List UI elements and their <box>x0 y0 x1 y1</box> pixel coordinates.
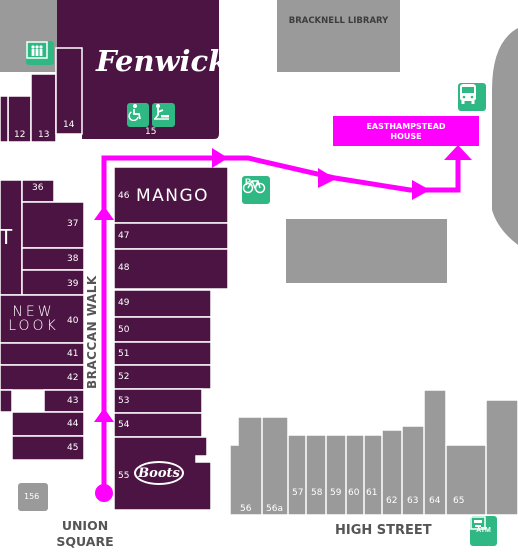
unit-52-label: 52 <box>118 372 130 382</box>
bicycle-symbol <box>242 180 266 194</box>
unit-45[interactable] <box>11 435 85 461</box>
unit-14[interactable] <box>55 47 83 135</box>
unit-54[interactable] <box>113 412 203 438</box>
unit-13-label: 13 <box>38 130 50 140</box>
unit-61-label: 61 <box>366 488 378 498</box>
unit-52[interactable] <box>113 364 212 390</box>
unit-47[interactable] <box>113 222 229 250</box>
walking-route <box>101 150 461 493</box>
unit-56-label: 56 <box>240 504 252 514</box>
route-arrow-4 <box>318 168 336 188</box>
unit-15-label: 15 <box>145 127 157 137</box>
braccan-walk-label: BRACCAN WALK <box>85 275 99 389</box>
building-central-grey[interactable] <box>286 219 447 283</box>
building-library[interactable] <box>277 0 400 72</box>
unit-39[interactable] <box>21 269 85 296</box>
atm-icon[interactable]: ATM <box>470 516 497 546</box>
unit-39-label: 39 <box>67 279 79 289</box>
unit-62-label: 62 <box>386 496 398 506</box>
unit-59-label: 59 <box>330 488 342 498</box>
atm-machine-symbol <box>470 516 486 530</box>
unit-42[interactable] <box>0 364 85 391</box>
unit-53-label: 53 <box>118 396 130 406</box>
fenwick-store[interactable] <box>57 0 219 139</box>
bus-symbol <box>460 84 476 104</box>
new-look-label: NEW LOOK <box>8 304 59 334</box>
unit-43-label: 43 <box>67 396 79 406</box>
unit-12-label: 12 <box>14 130 26 140</box>
high-street-dividers <box>261 417 487 515</box>
unit-48-label: 48 <box>118 263 130 273</box>
accessible-toilet-icon[interactable] <box>127 103 149 127</box>
building-right-edge <box>492 28 518 245</box>
unit-57-label: 57 <box>292 488 304 498</box>
route-arrow-1 <box>94 408 114 422</box>
unit-65-label: 65 <box>453 496 465 506</box>
unit-37[interactable] <box>21 201 85 249</box>
unit-44[interactable] <box>11 411 85 437</box>
route-arrow-3 <box>212 148 228 168</box>
route-arrow-2 <box>94 206 114 220</box>
unit-14-label: 14 <box>63 120 75 130</box>
unit-48[interactable] <box>113 248 229 290</box>
unit-60-label: 60 <box>348 488 360 498</box>
unit-44-label: 44 <box>67 419 79 429</box>
high-street-label: HIGH STREET <box>335 523 432 538</box>
atm-text: ATM <box>476 527 491 534</box>
mango-store[interactable] <box>113 166 229 224</box>
easthampstead-house[interactable] <box>333 116 479 146</box>
left-anchor-label: T <box>0 225 13 249</box>
unit-51-label: 51 <box>118 349 130 359</box>
bus-stop-icon[interactable] <box>458 83 486 111</box>
unit-64-label: 64 <box>429 496 441 506</box>
fenwick-label: Fenwick <box>96 44 229 78</box>
unit-47-label: 47 <box>118 231 130 241</box>
library-label: BRACKNELL LIBRARY <box>288 16 389 26</box>
baby-change-icon[interactable] <box>152 103 175 127</box>
unit-42-label: 42 <box>67 373 79 383</box>
unit-45-label: 45 <box>67 443 79 453</box>
unit-58-label: 58 <box>311 488 323 498</box>
unit-46-label: 46 <box>118 191 130 201</box>
unit-54-label: 54 <box>118 420 130 430</box>
new-look-store[interactable] <box>0 294 85 344</box>
wheelchair-symbol <box>128 104 141 121</box>
boots-label: Boots <box>138 465 180 481</box>
route-start-marker <box>95 484 113 502</box>
unit-63-label: 63 <box>407 496 419 506</box>
union-square-label: UNION SQUARE <box>56 518 114 549</box>
unit-36-label: 36 <box>32 183 44 193</box>
unit-53[interactable] <box>113 388 203 414</box>
unit-49-label: 49 <box>118 298 130 308</box>
unit-50-label: 50 <box>118 325 130 335</box>
route-arrow-5 <box>412 180 430 200</box>
unit-50[interactable] <box>113 316 212 343</box>
boots-logo: Boots <box>134 461 184 485</box>
unit-49[interactable] <box>113 289 212 318</box>
route-arrow-6 <box>444 145 472 160</box>
unit-11[interactable] <box>0 95 9 143</box>
unit-156-block[interactable] <box>18 483 48 511</box>
baby-change-symbol <box>154 104 169 120</box>
lift-symbol <box>26 41 48 59</box>
lift-icon[interactable] <box>26 41 54 65</box>
cycle-parking-icon[interactable]: P <box>242 176 270 204</box>
easthampstead-label: EASTHAMPSTEAD HOUSE <box>366 122 446 141</box>
mango-label: MANGO <box>136 186 210 206</box>
unit-40-label: 40 <box>67 316 79 326</box>
unit-56a-label: 56a <box>266 504 283 514</box>
unit-37-label: 37 <box>67 219 79 229</box>
unit-41-label: 41 <box>67 349 79 359</box>
unit-55-label: 55 <box>118 471 130 481</box>
unit-156-label: 156 <box>24 492 40 501</box>
unit-38-label: 38 <box>67 254 79 264</box>
unit-41b <box>0 389 13 413</box>
cycle-parking-p: P <box>245 177 252 187</box>
